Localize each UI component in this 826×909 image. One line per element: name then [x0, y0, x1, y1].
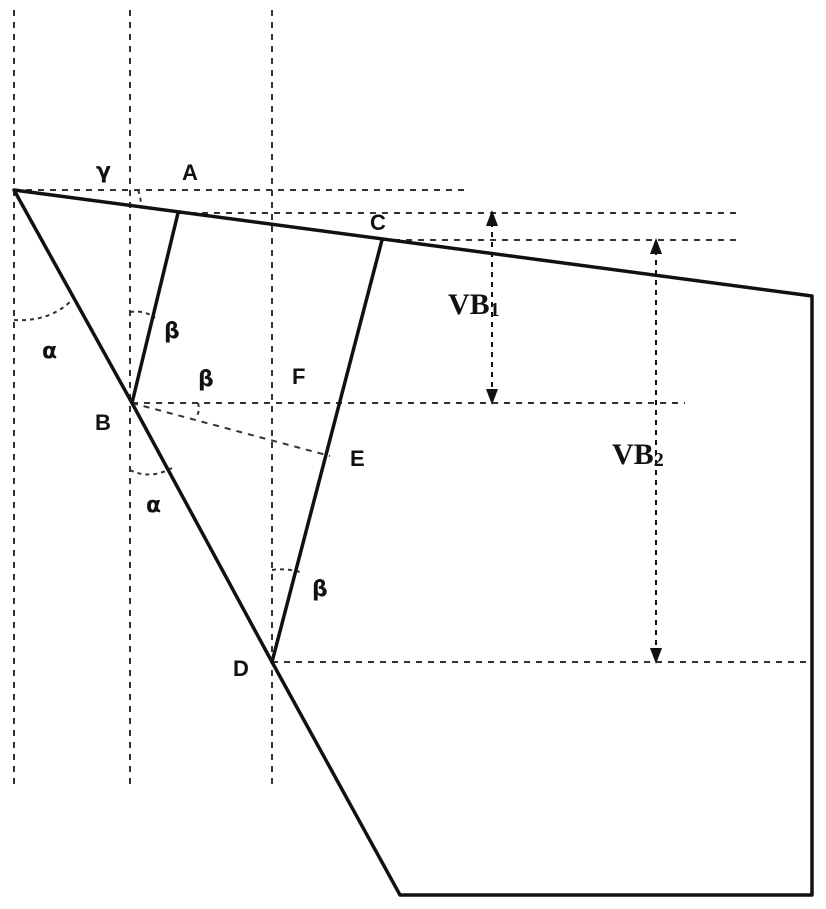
- label-gamma: γ: [96, 159, 111, 184]
- line-c-d: [270, 238, 384, 664]
- angle-arc-beta-b: [196, 402, 200, 417]
- line-b-e: [131, 402, 331, 457]
- angle-arc-alpha-top: [13, 299, 73, 322]
- label-alpha-top: α: [42, 339, 57, 364]
- label-vb2: VB2: [612, 438, 664, 471]
- line-a-b: [130, 211, 180, 405]
- label-beta-d: β: [312, 577, 328, 602]
- label-beta-ab: β: [164, 319, 180, 344]
- angle-arc-alpha-bottom: [129, 467, 173, 476]
- label-point-f: F: [292, 364, 305, 389]
- label-alpha-bottom: α: [146, 493, 161, 518]
- slope-outline: [12, 188, 814, 897]
- label-point-c: C: [370, 210, 386, 235]
- label-point-b: B: [95, 410, 111, 435]
- vb1-arrowhead-top: [486, 210, 498, 226]
- label-point-e: E: [350, 446, 365, 471]
- label-point-d: D: [233, 656, 249, 681]
- label-vb1: VB1: [448, 288, 500, 321]
- vb1-arrowhead-bottom: [486, 389, 498, 405]
- angle-arc-beta-d: [271, 568, 301, 573]
- vb2-arrowhead-top: [650, 238, 662, 254]
- label-point-a: A: [182, 160, 198, 185]
- angle-arc-gamma: [137, 189, 142, 207]
- label-beta-b: β: [198, 367, 214, 392]
- vb2-arrowhead-bottom: [650, 648, 662, 664]
